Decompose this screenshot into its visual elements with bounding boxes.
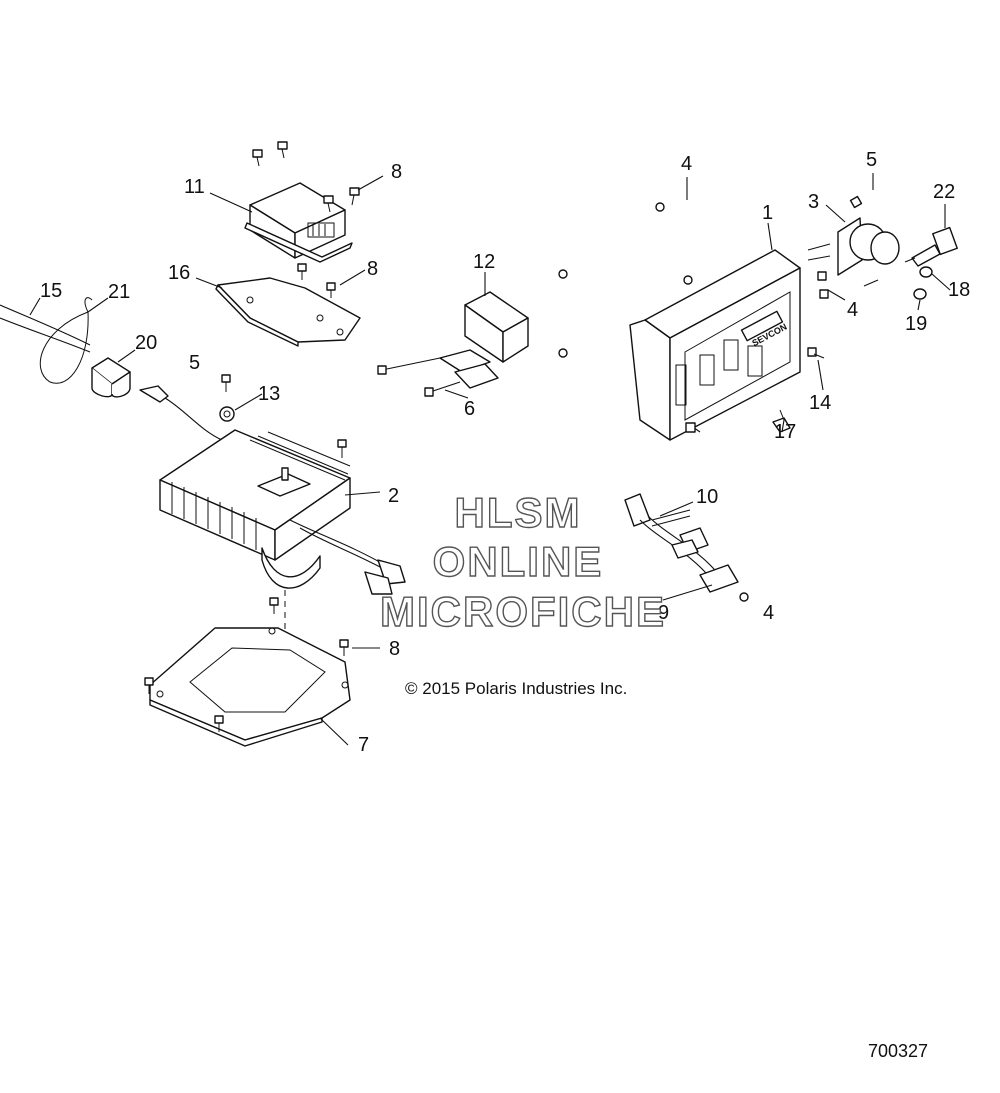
callout-3: 3 xyxy=(808,191,819,213)
heat-sink-fins xyxy=(171,431,351,550)
part-tie-10 xyxy=(651,509,691,527)
watermark: HLSM ONLINE MICROFICHE xyxy=(379,488,666,635)
callout-4: 4 xyxy=(847,299,858,321)
part-bracket-16 xyxy=(215,263,361,347)
callout-14: 14 xyxy=(809,392,831,414)
part-controller-1: SEVCON xyxy=(629,202,801,441)
callout-11: 11 xyxy=(184,176,205,198)
callout-5: 5 xyxy=(189,352,200,374)
part-fuse-17 xyxy=(772,409,791,433)
callout-20: 20 xyxy=(135,332,157,354)
part-cable-tie-21 xyxy=(39,297,93,384)
watermark-line-1: HLSM xyxy=(455,489,582,536)
callout-4: 4 xyxy=(681,153,692,175)
callout-22: 22 xyxy=(933,181,955,203)
callout-8: 8 xyxy=(391,161,402,183)
part-charger-2 xyxy=(139,385,406,595)
watermark-line-3: MICROFICHE xyxy=(380,588,666,635)
callout-4: 4 xyxy=(763,602,774,624)
callout-18: 18 xyxy=(948,279,970,301)
drawing-number: 700327 xyxy=(868,1041,928,1061)
part-cable-15 xyxy=(0,304,91,353)
part-harness-9 xyxy=(624,493,739,593)
callout-21: 21 xyxy=(108,281,130,303)
callout-15: 15 xyxy=(40,280,62,302)
callout-labels: 1 2 3 4 4 4 5 5 6 7 8 8 8 9 10 11 12 13 … xyxy=(40,149,970,756)
callout-9: 9 xyxy=(658,602,669,624)
callout-10: 10 xyxy=(696,486,718,508)
part-ferrite-20 xyxy=(91,357,131,398)
part-nuts-18-19 xyxy=(913,266,933,300)
part-cable-end-22 xyxy=(904,226,958,267)
callout-19: 19 xyxy=(905,313,927,335)
leader-lines xyxy=(29,173,951,746)
part-washer-13 xyxy=(219,406,235,422)
part-stud-14 xyxy=(807,347,825,359)
part-module-11 xyxy=(244,182,353,263)
watermark-line-2: ONLINE xyxy=(433,538,604,585)
callout-2: 2 xyxy=(388,485,399,507)
callout-1: 1 xyxy=(762,202,773,224)
copyright-text: © 2015 Polaris Industries Inc. xyxy=(405,679,627,698)
callout-13: 13 xyxy=(258,383,280,405)
part-screw-5a xyxy=(221,374,231,392)
callout-6: 6 xyxy=(464,398,475,420)
callout-7: 7 xyxy=(358,734,369,756)
part-mount-plate-7 xyxy=(144,597,351,747)
callout-17: 17 xyxy=(774,421,796,443)
callout-16: 16 xyxy=(168,262,190,284)
callout-5: 5 xyxy=(866,149,877,171)
callout-8: 8 xyxy=(389,638,400,660)
part-nut-4b xyxy=(739,592,749,602)
part-contactor-3 xyxy=(807,195,900,299)
callout-12: 12 xyxy=(473,251,495,273)
callout-8: 8 xyxy=(367,258,378,280)
bolt-group-top xyxy=(252,141,360,213)
part-relay-12 xyxy=(377,269,568,397)
